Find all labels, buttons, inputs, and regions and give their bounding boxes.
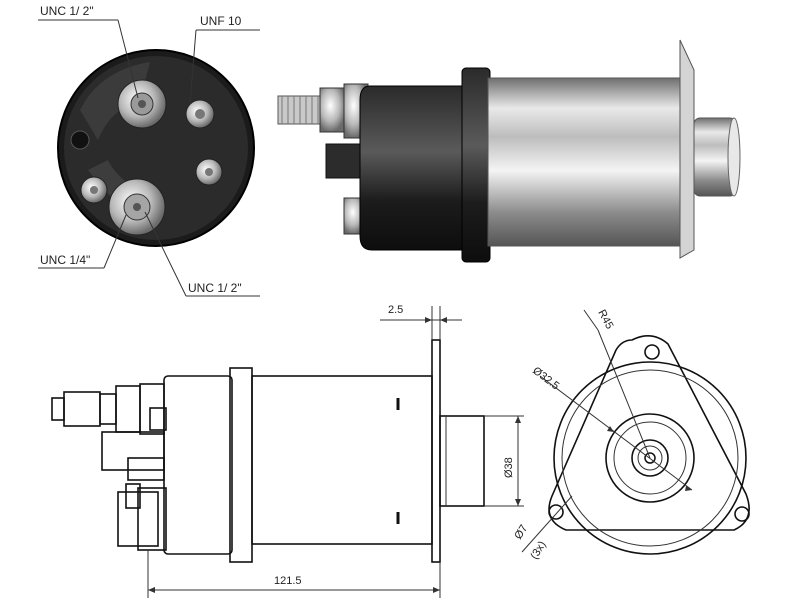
end-view-photo (57, 49, 255, 247)
dim-hole-diameter (521, 495, 573, 553)
callout-top-right-terminal: UNF 10 (200, 14, 242, 28)
side-view-photo (277, 39, 741, 263)
callout-top-left-terminal: UNC 1/ 2" (40, 4, 94, 18)
dim-flange-radius (583, 309, 651, 459)
plunger-diameter-label: Ø38 (503, 457, 515, 478)
hole-count-label: (3x) (528, 539, 548, 561)
dim-plunger-diameter (484, 415, 524, 507)
callout-leaders (38, 19, 260, 297)
callout-bottom-left-terminal: UNC 1/4" (40, 253, 90, 267)
dim-body-diameter (539, 375, 693, 491)
dim-overall-length (147, 550, 441, 598)
flange-radius-label: R45 (595, 308, 615, 331)
flange-thickness-label: 2.5 (388, 304, 403, 316)
hole-diameter-label: Ø7 (512, 523, 530, 542)
side-view-drawing (51, 339, 485, 563)
callout-bottom-right-terminal: UNC 1/ 2" (188, 281, 242, 295)
end-view-drawing (548, 335, 750, 555)
body-diameter-label: Ø32.5 (530, 365, 561, 393)
dim-flange-thickness (380, 306, 462, 340)
overall-length-label: 121.5 (274, 575, 302, 587)
